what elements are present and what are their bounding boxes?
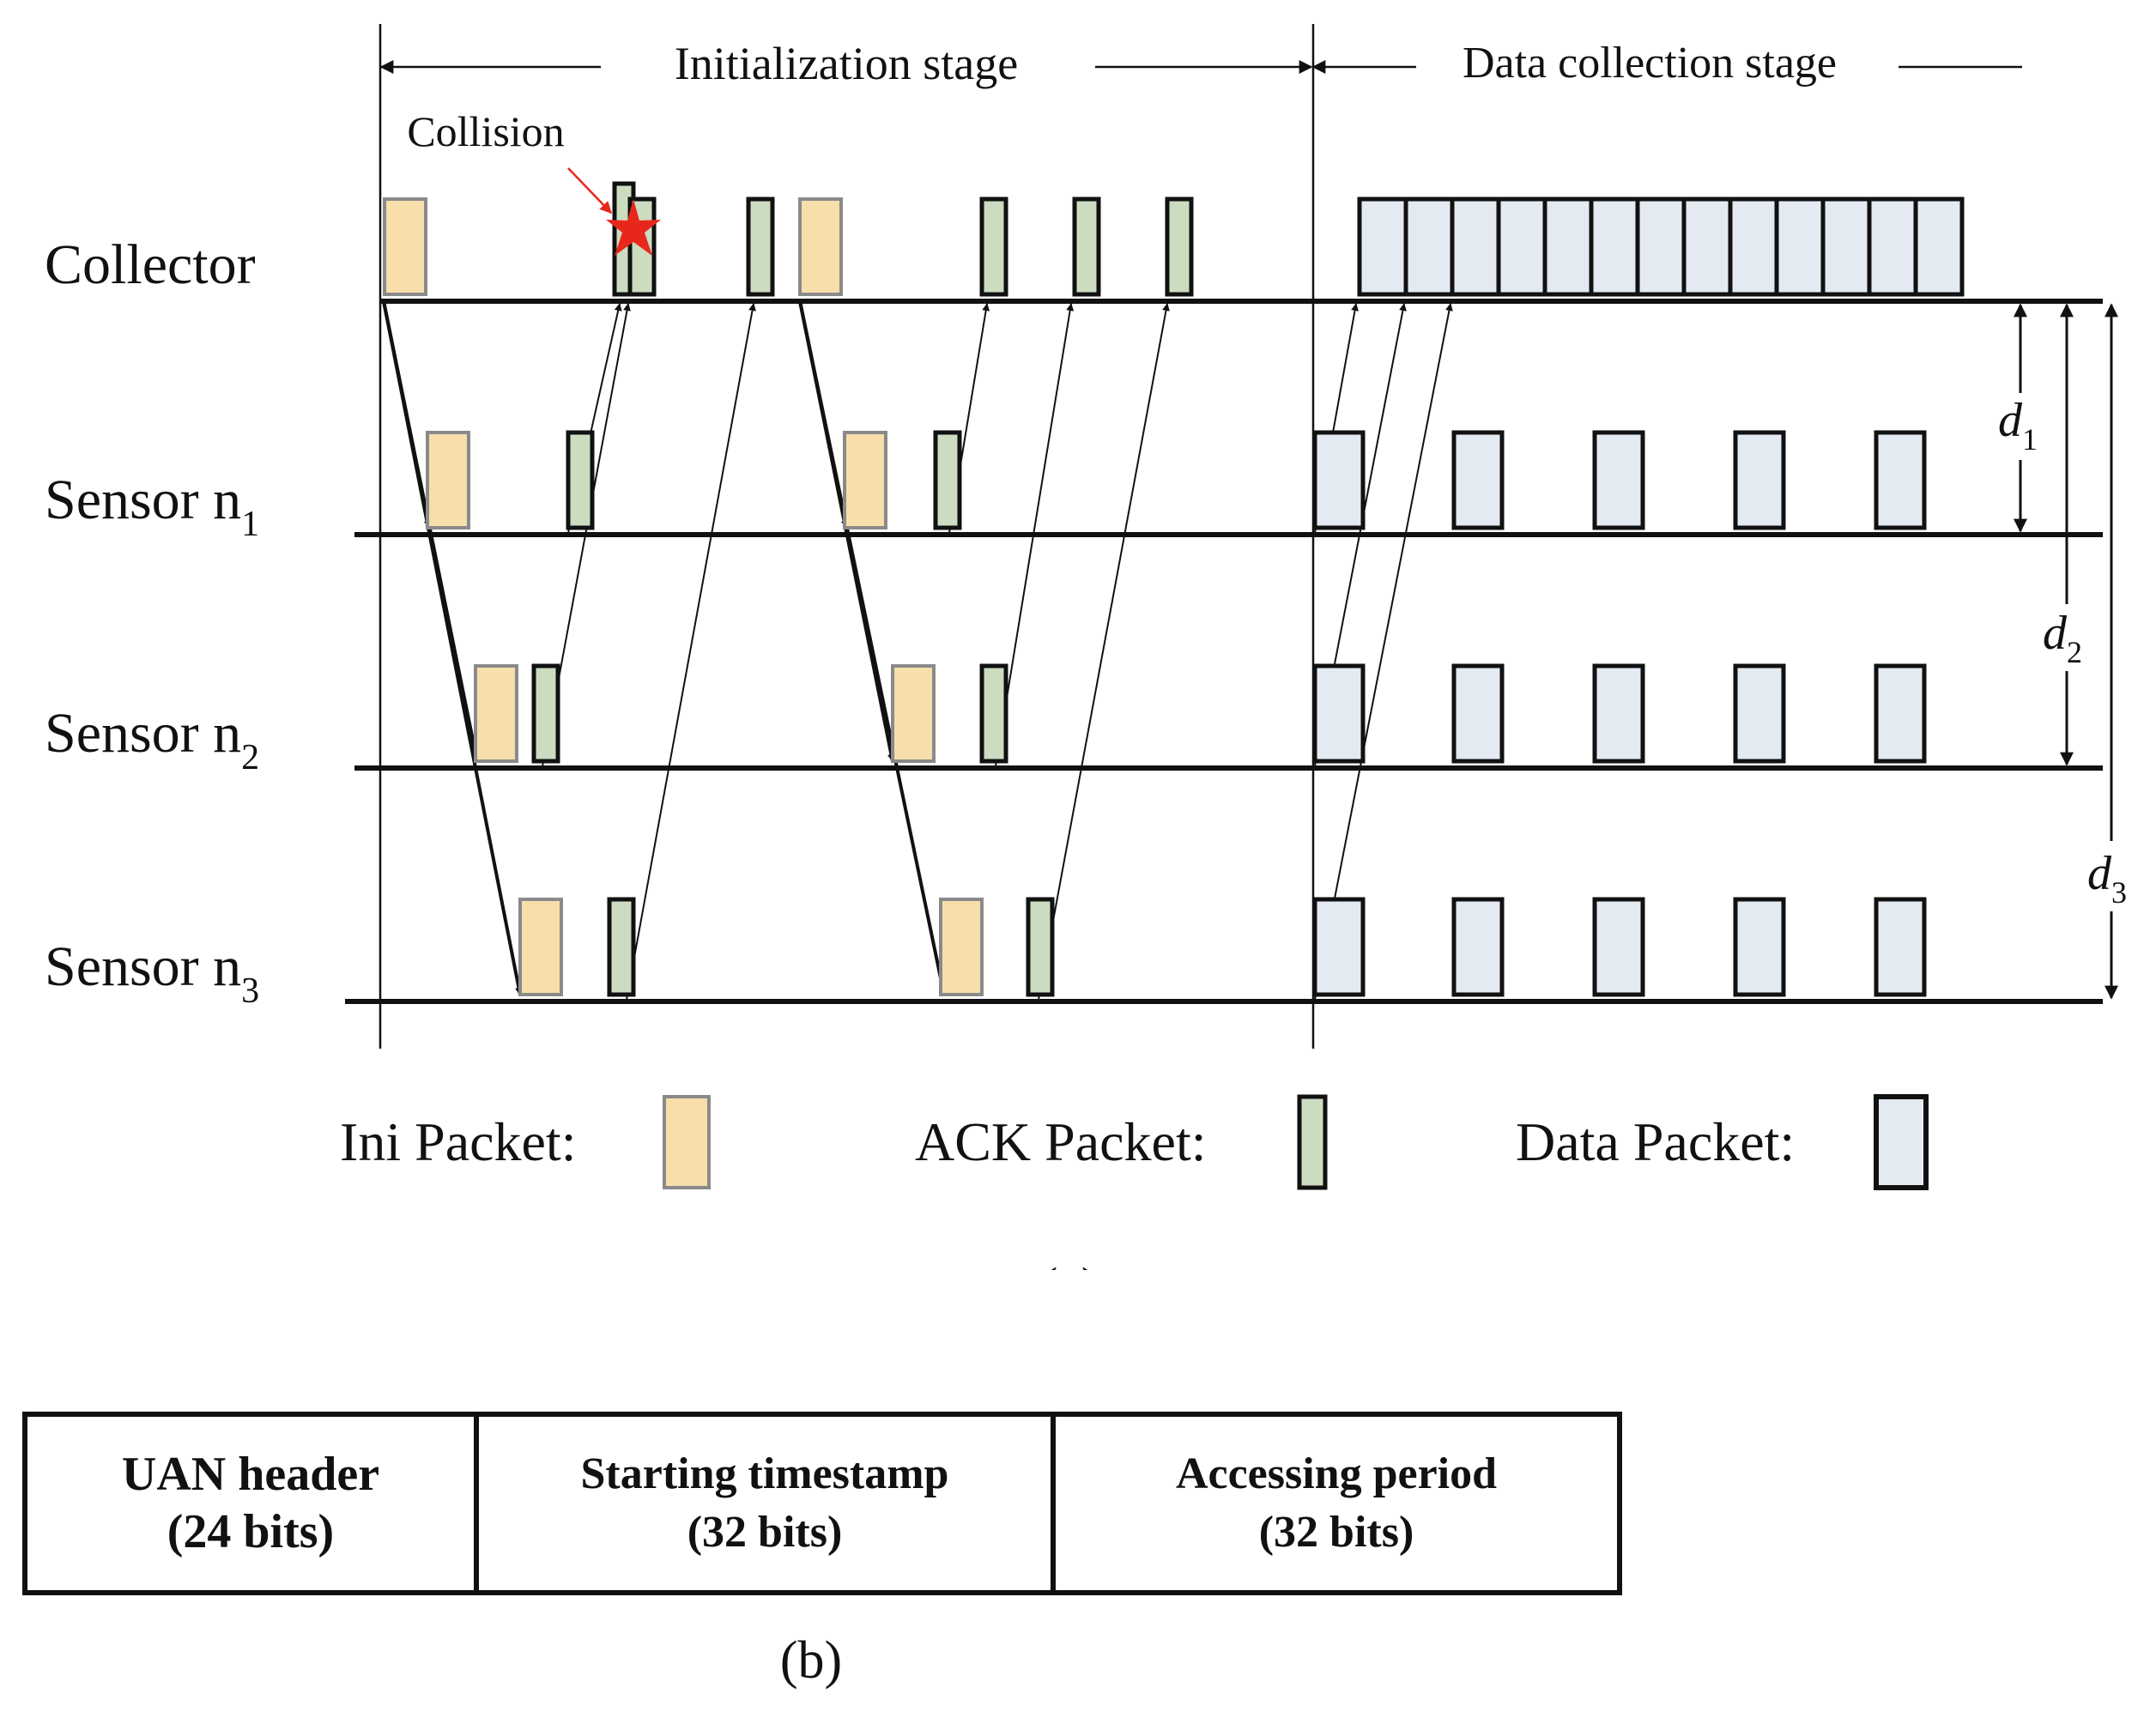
ack-packet bbox=[746, 197, 775, 297]
data-packet bbox=[1592, 897, 1645, 997]
data-packet bbox=[1733, 663, 1786, 764]
ack-packet bbox=[607, 897, 636, 997]
field-bits: (32 bits) bbox=[1258, 1508, 1414, 1557]
ini-packet bbox=[426, 431, 470, 529]
collector-data-slot bbox=[1635, 197, 1687, 297]
ini-packet bbox=[474, 664, 518, 763]
data-packet bbox=[1312, 663, 1366, 764]
collision-label: Collision bbox=[407, 107, 564, 155]
data-packet bbox=[1874, 430, 1927, 530]
distance-indicators: d1 d2 d3 bbox=[1993, 303, 2142, 1000]
field-name: UAN header bbox=[121, 1447, 380, 1501]
collision-marker: Collision bbox=[407, 107, 661, 256]
caption-a: (a) bbox=[1040, 1258, 1099, 1270]
ack-packet bbox=[566, 430, 595, 530]
ack-packet bbox=[933, 430, 962, 530]
caption-b: (b) bbox=[779, 1631, 843, 1690]
distance-label-d2: d2 bbox=[2043, 607, 2082, 669]
legend-label-data: Data Packet: bbox=[1516, 1111, 1795, 1172]
data-packet bbox=[1874, 663, 1927, 764]
ini-packet bbox=[798, 197, 843, 296]
legend-swatch-ack bbox=[1297, 1094, 1328, 1190]
collector-data-slot bbox=[1867, 197, 1918, 297]
row-label-sensor-2: Sensor n2 bbox=[45, 702, 259, 777]
collector-data-slot bbox=[1357, 197, 1408, 297]
collector-data-slot bbox=[1589, 197, 1640, 297]
legend: Ini Packet: ACK Packet: Data Packet: bbox=[340, 1094, 1929, 1190]
legend-label-ack: ACK Packet: bbox=[915, 1111, 1207, 1172]
field-name: Starting timestamp bbox=[580, 1449, 949, 1499]
initialization-stage-label: Initialization stage bbox=[675, 38, 1018, 89]
data-packet bbox=[1733, 430, 1786, 530]
ini-packet bbox=[383, 197, 427, 296]
ack2-arrow-sensor-3 bbox=[1038, 303, 1170, 1001]
ini-packet bbox=[518, 898, 563, 996]
row-label-collector: Collector bbox=[45, 233, 256, 296]
field-accessing-period: Accessing period (32 bits) bbox=[1051, 1417, 1617, 1590]
propagation-arrows bbox=[382, 300, 1453, 1001]
ack-packet bbox=[1165, 197, 1194, 297]
collector-data-slot bbox=[1542, 197, 1594, 297]
collector-data-slot bbox=[1728, 197, 1779, 297]
collector-data-slot bbox=[1681, 197, 1733, 297]
ack-packet bbox=[979, 197, 1008, 297]
row-label-sensor-1: Sensor n1 bbox=[45, 469, 259, 544]
data-packet bbox=[1451, 663, 1505, 764]
row-label-sensor-3: Sensor n3 bbox=[45, 935, 259, 1011]
collision-star-icon bbox=[606, 199, 661, 256]
data-arrow-sensor-3 bbox=[1314, 303, 1453, 1001]
data-packet bbox=[1592, 430, 1645, 530]
ack2-arrow-sensor-2 bbox=[995, 303, 1075, 767]
collector-data-slot bbox=[1820, 197, 1872, 297]
data-packet bbox=[1874, 897, 1927, 997]
data-packet bbox=[1312, 430, 1366, 530]
ini-broadcast-arrow-3 bbox=[382, 300, 523, 995]
data-packet bbox=[1451, 897, 1505, 997]
row-labels: Collector Sensor n1 Sensor n2 Sensor n3 bbox=[45, 233, 259, 1011]
timing-diagram: Initialization stage Data collection sta… bbox=[45, 24, 2142, 1270]
collector-data-slot bbox=[1774, 197, 1826, 297]
ini2-broadcast-arrow-3 bbox=[798, 300, 947, 995]
ack-packet bbox=[1026, 897, 1055, 997]
ack-packet bbox=[1072, 197, 1101, 297]
legend-label-ini: Ini Packet: bbox=[340, 1111, 576, 1172]
data-collection-stage-label: Data collection stage bbox=[1463, 39, 1837, 88]
field-uan-header: UAN header (24 bits) bbox=[27, 1417, 474, 1590]
distance-label-d1: d1 bbox=[1998, 394, 2038, 457]
legend-swatch-data bbox=[1874, 1094, 1929, 1190]
packets bbox=[383, 181, 1965, 997]
ack-arrow-sensor-3 bbox=[626, 303, 756, 1001]
legend-swatch-ini bbox=[663, 1095, 711, 1189]
collector-data-slot bbox=[1450, 197, 1501, 297]
ack-packet bbox=[979, 663, 1008, 764]
collector-data-slot bbox=[1403, 197, 1455, 297]
ini-packet bbox=[891, 664, 936, 763]
ini-packet bbox=[843, 431, 887, 529]
collector-data-slot bbox=[1496, 197, 1547, 297]
collector-data-slot bbox=[1913, 197, 1965, 297]
field-name: Accessing period bbox=[1175, 1449, 1498, 1499]
data-packet bbox=[1592, 663, 1645, 764]
distance-label-d3: d3 bbox=[2087, 847, 2127, 910]
collision-pointer-arrow bbox=[567, 167, 612, 215]
stage-header: Initialization stage Data collection sta… bbox=[379, 38, 2022, 89]
ack-packet bbox=[531, 663, 560, 764]
data-packet bbox=[1312, 897, 1366, 997]
ini-packet bbox=[939, 898, 984, 996]
field-starting-timestamp: Starting timestamp (32 bits) bbox=[474, 1417, 1051, 1590]
data-packet bbox=[1733, 897, 1786, 997]
data-packet bbox=[1451, 430, 1505, 530]
field-bits: (24 bits) bbox=[167, 1505, 335, 1558]
packet-format-table: UAN header (24 bits) Starting timestamp … bbox=[22, 1412, 1622, 1595]
field-bits: (32 bits) bbox=[687, 1508, 843, 1557]
